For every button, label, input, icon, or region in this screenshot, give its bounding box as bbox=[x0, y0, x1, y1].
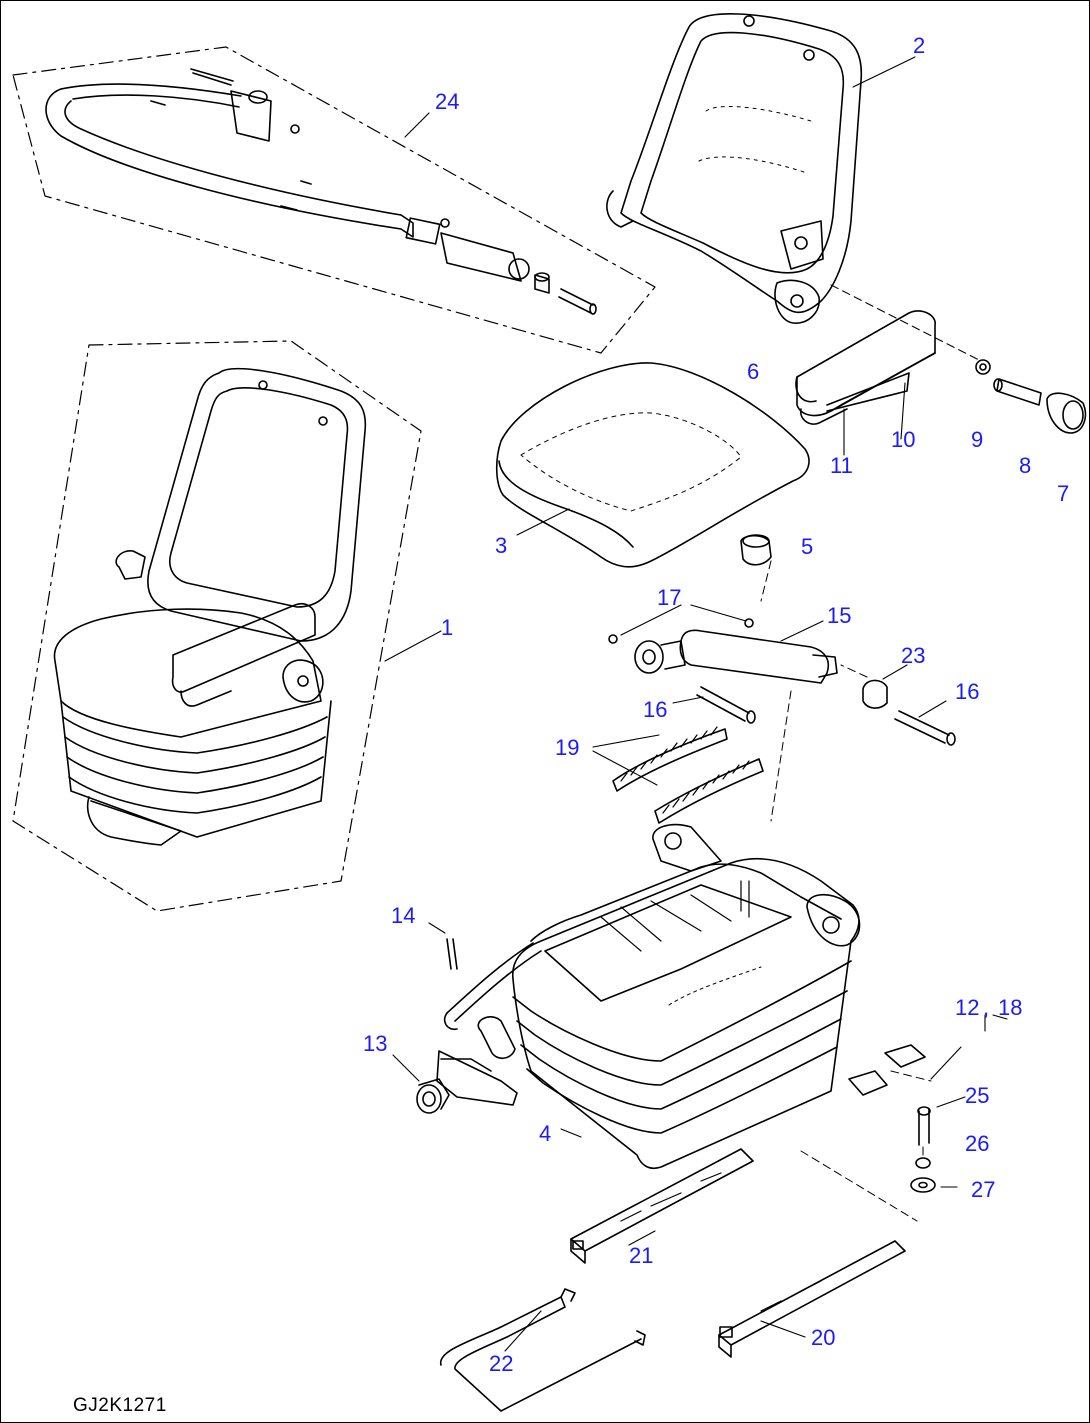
brackets-hardware bbox=[848, 1044, 936, 1193]
callout-9: 9 bbox=[971, 427, 984, 452]
callout-26: 26 bbox=[965, 1131, 990, 1156]
shock-absorber bbox=[608, 618, 956, 746]
callout-16a: 16 bbox=[643, 697, 668, 722]
callout-18: 18 bbox=[998, 995, 1023, 1020]
callout-6: 6 bbox=[747, 359, 760, 384]
callout-16b: 16 bbox=[955, 679, 980, 704]
adjusting-knob bbox=[416, 1050, 518, 1114]
figure-code: GJ2K1271 bbox=[73, 1395, 167, 1416]
callout-4: 4 bbox=[539, 1121, 552, 1146]
callout-19: 19 bbox=[555, 735, 580, 760]
callout-comma: , bbox=[983, 995, 990, 1020]
callout-25: 25 bbox=[965, 1083, 990, 1108]
leader-lines bbox=[384, 56, 1008, 1352]
callout-2: 2 bbox=[913, 33, 926, 58]
callout-27: 27 bbox=[971, 1177, 996, 1202]
back-cushion bbox=[606, 13, 863, 324]
callout-12: 12 bbox=[955, 995, 980, 1020]
springs bbox=[612, 726, 764, 824]
callout-8: 8 bbox=[1019, 453, 1032, 478]
callout-13: 13 bbox=[363, 1031, 388, 1056]
callout-20: 20 bbox=[811, 1325, 836, 1350]
complete-seat bbox=[53, 367, 367, 846]
assembly-axes bbox=[760, 284, 982, 1222]
callout-11: 11 bbox=[830, 453, 853, 478]
armrest bbox=[795, 310, 1087, 434]
seat-belt-group-outline bbox=[12, 46, 656, 354]
callout-22: 22 bbox=[489, 1351, 514, 1376]
callout-10: 10 bbox=[891, 427, 916, 452]
suspension-base bbox=[512, 823, 861, 1170]
callout-15: 15 bbox=[827, 603, 852, 628]
handle-lever bbox=[443, 938, 542, 1060]
callout-24: 24 bbox=[435, 89, 460, 114]
callout-14: 14 bbox=[391, 903, 416, 928]
callout-3: 3 bbox=[495, 533, 508, 558]
seat-belt bbox=[45, 68, 597, 315]
slide-rails bbox=[570, 1148, 906, 1358]
callout-21: 21 bbox=[629, 1243, 654, 1268]
callout-5: 5 bbox=[801, 534, 814, 559]
callout-23: 23 bbox=[901, 643, 926, 668]
seat-cushion bbox=[495, 362, 810, 568]
seat-assembly-outline bbox=[12, 340, 422, 912]
callout-17: 17 bbox=[657, 585, 682, 610]
callout-7: 7 bbox=[1057, 481, 1070, 506]
callout-1: 1 bbox=[441, 615, 454, 640]
floor-bracket bbox=[440, 1288, 646, 1412]
